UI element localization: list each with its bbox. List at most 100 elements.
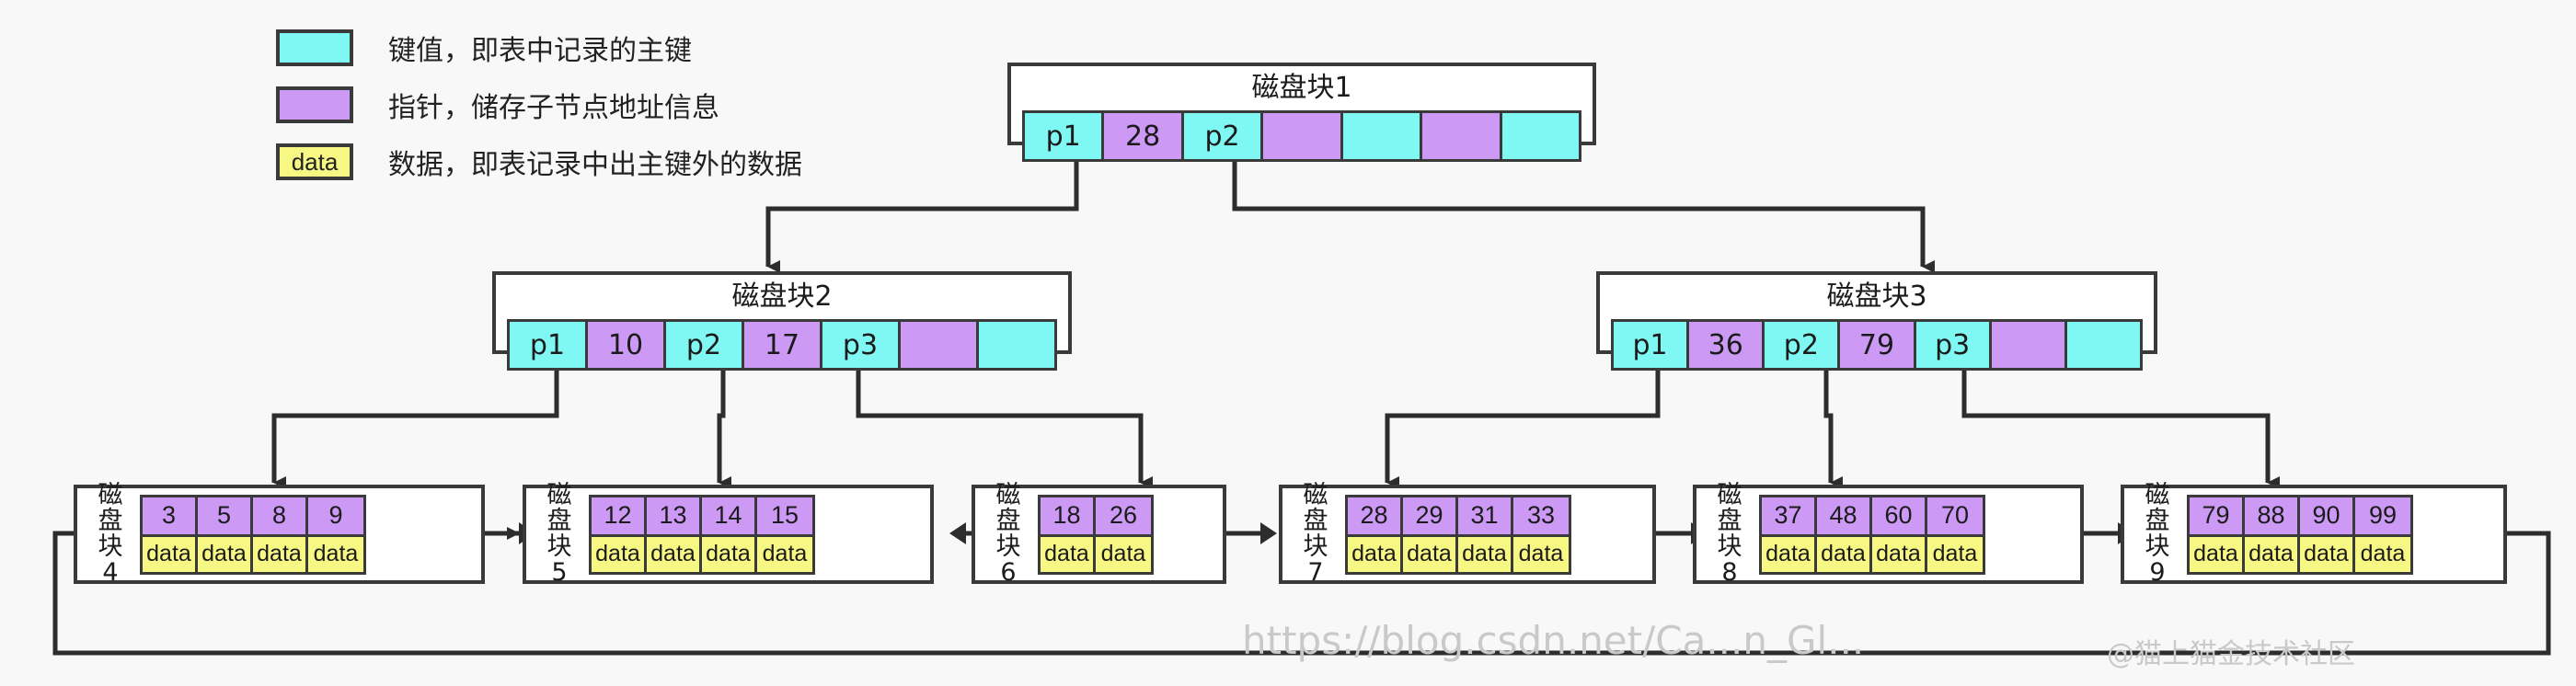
leaf-disk-block-4[interactable]: 磁 盘 块 4 3 data 5 data 8 data 9 data	[74, 483, 485, 586]
leaf-entry[interactable]: 79 data	[2190, 497, 2245, 572]
node-disk-block-1[interactable]: 磁盘块1 p1 28 p2	[1007, 63, 1596, 162]
cell-empty-2[interactable]	[2066, 322, 2140, 368]
leaf-key[interactable]: 79	[2190, 497, 2242, 537]
cell-empty-1[interactable]	[1991, 322, 2067, 368]
leaf-entry[interactable]: 99 data	[2355, 497, 2410, 572]
cell-p2[interactable]: p2	[1183, 113, 1264, 159]
leaf-entry[interactable]: 60 data	[1872, 497, 1927, 572]
leaf-disk-block-6[interactable]: 磁 盘 块 6 18 data 26 data	[972, 483, 1226, 586]
leaf-disk-block-7[interactable]: 磁 盘 块 7 28 data 29 data 31 data 33 data	[1279, 483, 1656, 586]
leaf-data[interactable]: data	[1403, 536, 1455, 572]
leaf-key[interactable]: 31	[1458, 497, 1511, 537]
leaf-entry[interactable]: 13 data	[647, 497, 702, 572]
leaf-key[interactable]: 99	[2355, 497, 2410, 537]
leaf-entry[interactable]: 14 data	[702, 497, 757, 572]
cell-empty-2[interactable]	[1342, 113, 1423, 159]
leaf-key[interactable]: 48	[1817, 497, 1869, 537]
leaf-key[interactable]: 33	[1513, 497, 1569, 537]
cell-key-28[interactable]: 28	[1104, 113, 1184, 159]
leaf-data[interactable]: data	[1041, 536, 1093, 572]
cell-p1[interactable]: p1	[1614, 322, 1690, 368]
leaf-key[interactable]: 26	[1096, 497, 1151, 537]
leaf-disk-block-8[interactable]: 磁 盘 块 8 37 data 48 data 60 data 70 data	[1693, 483, 2084, 587]
watermark-url: https://blog.csdn.net/Ca...n_Gl...	[1242, 618, 1865, 663]
leaf-data[interactable]: data	[592, 536, 644, 572]
cell-empty-1[interactable]	[1263, 113, 1343, 159]
leaf-data[interactable]: data	[1513, 536, 1569, 572]
leaf-key[interactable]: 28	[1348, 497, 1400, 537]
cell-key-79[interactable]: 79	[1840, 322, 1916, 368]
leaf-disk-block-9[interactable]: 磁 盘 块 9 79 data 88 data 90 data 99 data	[2121, 483, 2507, 586]
leaf-entry[interactable]: 48 data	[1817, 497, 1872, 572]
leaf-key[interactable]: 12	[592, 497, 644, 537]
leaf-entry[interactable]: 88 data	[2245, 497, 2300, 572]
cell-p2[interactable]: p2	[666, 322, 744, 368]
node-disk-block-3[interactable]: 磁盘块3 p1 36 p2 79 p3	[1596, 271, 2157, 371]
leaf-data[interactable]: data	[1348, 536, 1400, 572]
leaf-entry[interactable]: 31 data	[1458, 497, 1513, 572]
cell-p3[interactable]: p3	[1915, 322, 1992, 368]
cell-empty-4[interactable]	[1501, 113, 1579, 159]
leaf-entry[interactable]: 70 data	[1927, 497, 1983, 572]
leaf-disk-block-5[interactable]: 磁 盘 块 5 12 data 13 data 14 data 15 data	[523, 483, 934, 586]
leaf-data[interactable]: data	[1458, 536, 1511, 572]
leaf-key[interactable]: 15	[757, 497, 812, 537]
leaf-entry[interactable]: 18 data	[1041, 497, 1096, 572]
cell-empty-2[interactable]	[979, 322, 1054, 368]
leaf-entry[interactable]: 37 data	[1762, 497, 1817, 572]
legend-item-pointer: 指针，储存子节点地址信息	[276, 79, 802, 131]
leaf-key[interactable]: 8	[253, 497, 305, 537]
leaf-data[interactable]: data	[1096, 536, 1151, 572]
cell-p1[interactable]: p1	[1025, 113, 1105, 159]
cell-p3[interactable]: p3	[822, 322, 901, 368]
leaf-data[interactable]: data	[1872, 536, 1925, 572]
leaf-key[interactable]: 60	[1872, 497, 1925, 537]
leaf-data[interactable]: data	[2300, 536, 2352, 572]
leaf-key[interactable]: 37	[1762, 497, 1814, 537]
leaf-key[interactable]: 70	[1927, 497, 1983, 537]
leaf-entry[interactable]: 29 data	[1403, 497, 1458, 572]
leaf-data[interactable]: data	[198, 536, 250, 572]
leaf-data[interactable]: data	[143, 536, 195, 572]
leaf-entry[interactable]: 3 data	[143, 497, 198, 572]
node-disk-block-2[interactable]: 磁盘块2 p1 10 p2 17 p3	[492, 271, 1072, 371]
cell-key-17[interactable]: 17	[744, 322, 822, 368]
leaf-entry[interactable]: 5 data	[198, 497, 253, 572]
leaf-key[interactable]: 90	[2300, 497, 2352, 537]
leaf-data[interactable]: data	[2245, 536, 2297, 572]
leaf-data[interactable]: data	[1817, 536, 1869, 572]
leaf-data[interactable]: data	[253, 536, 305, 572]
leaf-data[interactable]: data	[702, 536, 754, 572]
cell-p1[interactable]: p1	[510, 322, 588, 368]
leaf-data[interactable]: data	[647, 536, 699, 572]
cell-p2[interactable]: p2	[1765, 322, 1841, 368]
leaf-entry[interactable]: 9 data	[308, 497, 363, 572]
leaf-data[interactable]: data	[2190, 536, 2242, 572]
leaf-key[interactable]: 5	[198, 497, 250, 537]
leaf-entry[interactable]: 12 data	[592, 497, 647, 572]
cell-empty-1[interactable]	[901, 322, 979, 368]
leaf-key[interactable]: 9	[308, 497, 363, 537]
leaf-key[interactable]: 18	[1041, 497, 1093, 537]
leaf-key[interactable]: 88	[2245, 497, 2297, 537]
leaf-data[interactable]: data	[1762, 536, 1814, 572]
leaf-entry[interactable]: 8 data	[253, 497, 308, 572]
cell-key-36[interactable]: 36	[1689, 322, 1765, 368]
leaf-label-char: 8	[1721, 558, 1738, 587]
leaf-data[interactable]: data	[1927, 536, 1983, 572]
leaf-key[interactable]: 14	[702, 497, 754, 537]
leaf-key[interactable]: 29	[1403, 497, 1455, 537]
leaf-data[interactable]: data	[757, 536, 812, 572]
cell-key-10[interactable]: 10	[588, 322, 666, 368]
cell-empty-3[interactable]	[1422, 113, 1502, 159]
leaf-entry[interactable]: 15 data	[757, 497, 812, 572]
leaf-entry[interactable]: 33 data	[1513, 497, 1569, 572]
leaf-entry[interactable]: 28 data	[1348, 497, 1403, 572]
leaf-data[interactable]: data	[2355, 536, 2410, 572]
leaf-entry[interactable]: 26 data	[1096, 497, 1151, 572]
leaf-label-char: 块	[1717, 532, 1742, 561]
leaf-key[interactable]: 3	[143, 497, 195, 537]
leaf-key[interactable]: 13	[647, 497, 699, 537]
leaf-entry[interactable]: 90 data	[2300, 497, 2355, 572]
leaf-data[interactable]: data	[308, 536, 363, 572]
